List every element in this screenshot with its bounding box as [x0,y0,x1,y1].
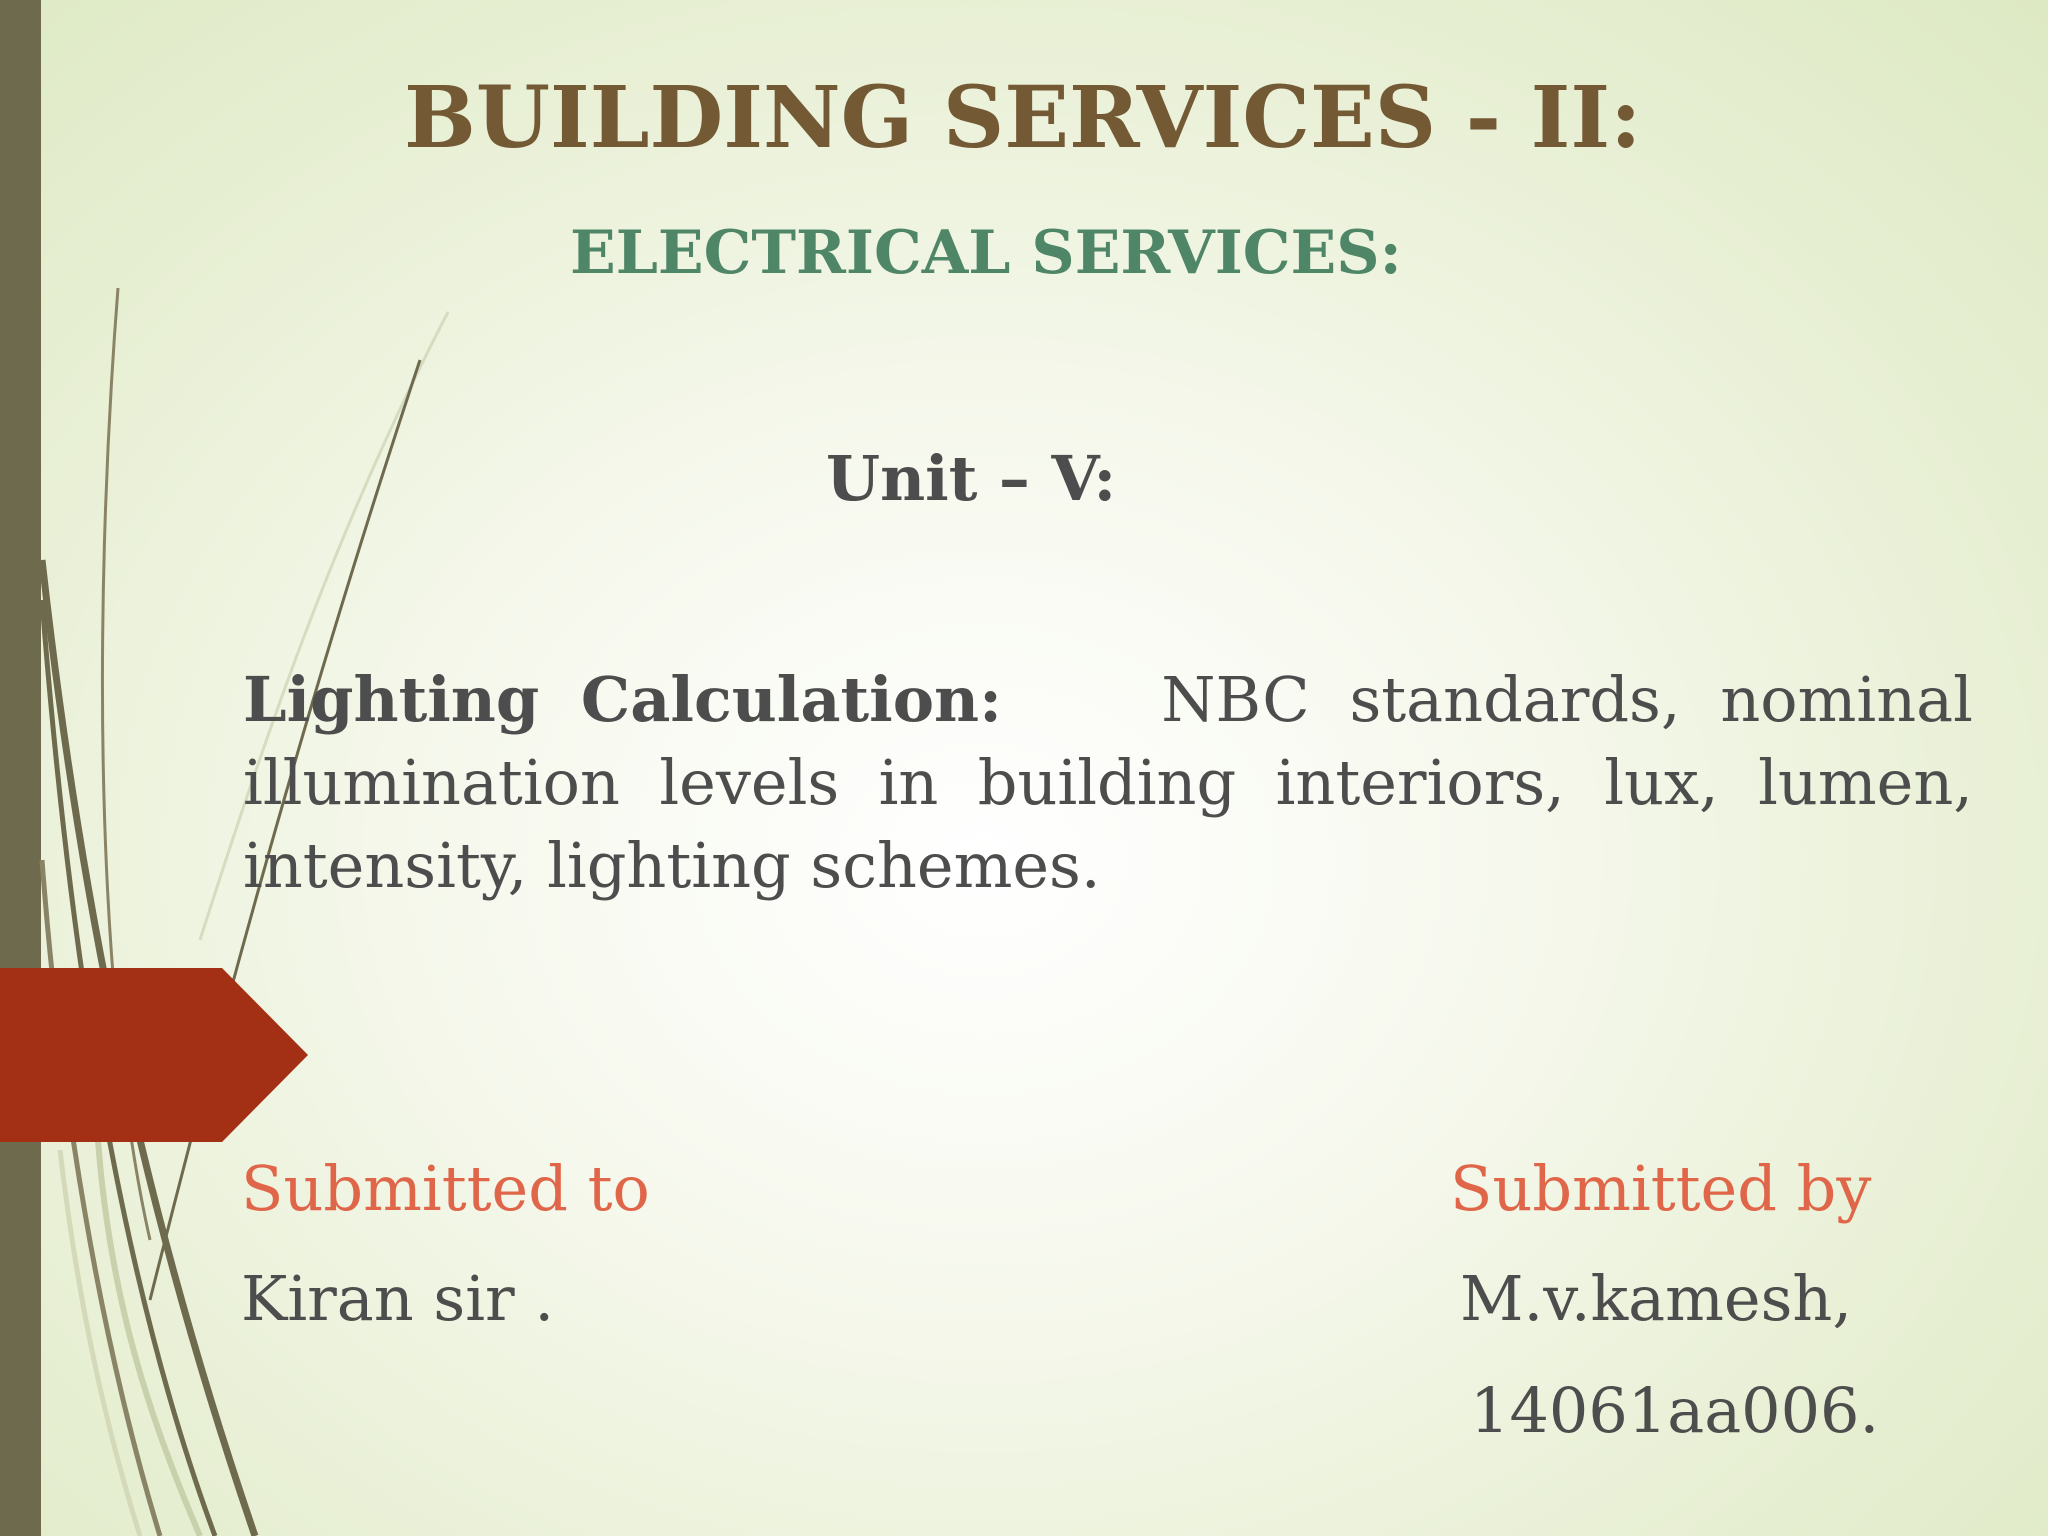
submitted-by-name: M.v.kamesh, [1460,1262,1853,1335]
curve-4 [39,859,163,1536]
curve-7 [95,1139,203,1536]
slide-subtitle: ELECTRICAL SERVICES: [570,218,1402,288]
submitted-by-heading: Submitted by [1450,1152,1872,1225]
topic-paragraph: Lighting Calculation: NBC standards, nom… [243,658,1973,907]
slide-title: BUILDING SERVICES - II: [404,68,1642,168]
submitted-by-id: 14061aa006. [1470,1374,1880,1447]
topic-lead: Lighting Calculation: [243,663,1003,736]
curve-8 [57,1149,143,1536]
topic-text: NBC standards, nominal illumination leve… [243,663,1973,902]
submitted-to-heading: Submitted to [241,1152,650,1225]
unit-heading: Unit – V: [826,442,1117,515]
left-accent-bar [0,0,41,1536]
red-arrow-tab [0,968,308,1142]
submitted-to-name: Kiran sir . [241,1262,555,1335]
arrow-shape [0,968,308,1142]
curve-5 [198,311,450,941]
